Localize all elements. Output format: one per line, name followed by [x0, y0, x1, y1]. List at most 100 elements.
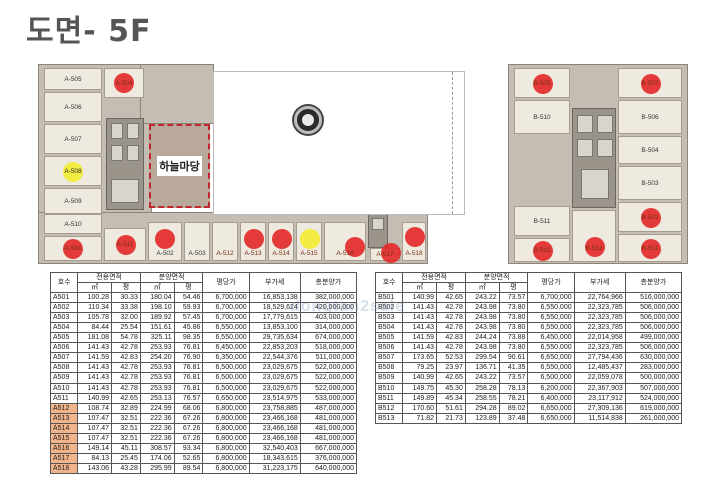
cell-value: 533,000,000 — [299, 392, 358, 404]
unit-b502[interactable]: B-502 — [618, 202, 682, 232]
cell-value: 41.35 — [498, 362, 529, 374]
unit-a516[interactable]: A-516 — [324, 222, 366, 261]
cell-value: 222.36 — [139, 432, 175, 444]
cell-unit: A514 — [49, 422, 79, 434]
unit-b505[interactable]: B-505 — [514, 68, 570, 98]
cell-value: 6,800,000 — [202, 452, 250, 464]
col-total-price: 총분양가 — [624, 271, 683, 294]
cell-unit: A510 — [49, 382, 79, 394]
cell-value: 481,000,000 — [299, 412, 358, 424]
cell-value: 254.20 — [139, 352, 175, 364]
unit-b507[interactable]: B-507 — [618, 68, 682, 98]
cell-unit: A508 — [49, 362, 79, 374]
cell-value: 45.30 — [436, 382, 466, 394]
cell-value: 45.34 — [436, 392, 466, 404]
cell-value: 71.82 — [402, 412, 438, 424]
cell-value: 253.93 — [139, 342, 175, 354]
cell-value: 6,550,000 — [527, 322, 575, 334]
cell-value: 22,764,966 — [573, 292, 626, 304]
unit-b503[interactable]: B-503 — [618, 166, 682, 200]
unit-b513[interactable]: B-513 — [572, 210, 616, 262]
cell-value: 253.13 — [139, 392, 175, 404]
cell-value: 22,323,785 — [573, 312, 626, 324]
cell-value: 32.51 — [111, 422, 141, 434]
unit-a506[interactable]: A-506 — [44, 92, 102, 122]
cell-value: 32,540,403 — [248, 442, 301, 454]
cell-value: 140.99 — [77, 392, 113, 404]
unit-a514[interactable]: A-514 — [268, 222, 294, 261]
unit-a512[interactable]: A-512 — [212, 222, 238, 261]
cell-value: 108.74 — [77, 402, 113, 414]
cell-value: 23,029,675 — [248, 362, 301, 374]
marker-dot — [641, 239, 661, 259]
cell-value: 143.06 — [77, 462, 113, 474]
unit-a517[interactable]: A-517 — [370, 243, 401, 263]
cell-value: 42.78 — [436, 312, 466, 324]
col-sqm: ㎡ — [77, 282, 113, 294]
unit-a515[interactable]: A-515 — [296, 222, 322, 261]
unit-a511[interactable]: A-511 — [104, 228, 146, 261]
cell-unit: B505 — [374, 332, 404, 344]
unit-a518[interactable]: A-518 — [402, 222, 426, 261]
cell-value: 22,014,958 — [573, 332, 626, 344]
marker-dot — [641, 74, 661, 94]
cell-value: 6,800,000 — [202, 402, 250, 414]
cell-value: 149.89 — [402, 392, 438, 404]
cell-value: 100.28 — [77, 292, 113, 304]
cell-value: 32.00 — [111, 312, 141, 324]
unit-b504[interactable]: B-504 — [618, 136, 682, 164]
cell-value: 42.78 — [436, 322, 466, 334]
cell-value: 500,000,000 — [624, 372, 683, 384]
cell-value: 141.43 — [402, 302, 438, 314]
cell-value: 73.88 — [498, 332, 529, 344]
marker-dot — [533, 74, 553, 94]
unit-a501[interactable]: A-501 — [44, 236, 102, 261]
cell-value: 141.43 — [77, 342, 113, 354]
unit-a510[interactable]: A-510 — [44, 214, 102, 234]
cell-value: 325.11 — [139, 332, 175, 344]
cell-value: 141.43 — [77, 382, 113, 394]
cell-value: 76.81 — [173, 342, 204, 354]
cell-value: 13,853,100 — [248, 322, 301, 334]
cell-unit: A513 — [49, 412, 79, 424]
unit-b510[interactable]: B-510 — [514, 100, 570, 134]
cell-value: 93.34 — [173, 442, 204, 454]
unit-a508[interactable]: A-508 — [44, 156, 102, 186]
marker-dot-yellow — [300, 229, 320, 249]
unit-a509[interactable]: A-509 — [44, 188, 102, 214]
cell-value: 314,000,000 — [299, 322, 358, 334]
unit-a504[interactable]: A-504 — [104, 68, 144, 98]
cell-value: 22,544,376 — [248, 352, 301, 364]
cell-value: 6,350,000 — [202, 352, 250, 364]
unit-b501[interactable]: B-501 — [618, 234, 682, 262]
unit-a507[interactable]: A-507 — [44, 124, 102, 154]
cell-unit: B509 — [374, 372, 404, 384]
cell-value: 32.51 — [111, 432, 141, 444]
unit-a505[interactable]: A-505 — [44, 68, 102, 90]
cell-value: 522,000,000 — [299, 382, 358, 394]
unit-b506[interactable]: B-506 — [618, 100, 682, 134]
cell-value: 42.78 — [111, 382, 141, 394]
cell-value: 42.83 — [111, 352, 141, 364]
unit-a503[interactable]: A-503 — [184, 222, 210, 261]
skylight-icon — [294, 106, 322, 134]
marker-dot — [533, 241, 553, 261]
cell-value: 98.35 — [173, 332, 204, 344]
unit-b511[interactable]: B-511 — [514, 206, 570, 236]
cell-value: 506,000,000 — [624, 312, 683, 324]
unit-a513[interactable]: A-513 — [240, 222, 266, 261]
unit-b512[interactable]: B-512 — [514, 238, 570, 262]
unit-a502[interactable]: A-502 — [148, 222, 182, 261]
cell-unit: B508 — [374, 362, 404, 374]
cell-value: 107.47 — [77, 422, 113, 434]
cell-unit: A507 — [49, 352, 79, 364]
cell-value: 6,650,000 — [202, 392, 250, 404]
